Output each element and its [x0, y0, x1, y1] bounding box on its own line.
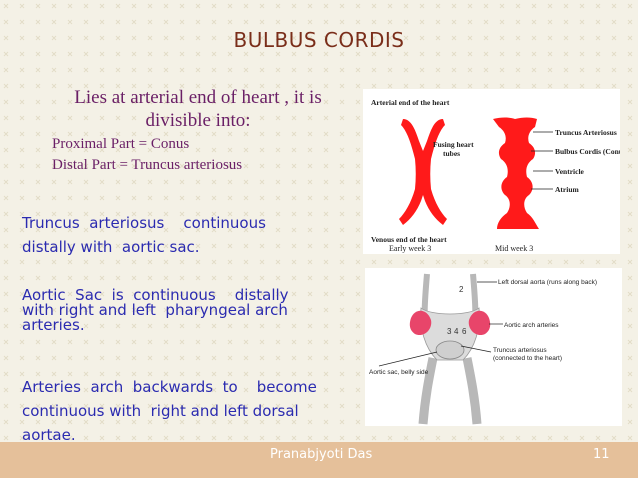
left-arch-artery-shape — [409, 310, 432, 336]
mid-week-caption: Mid week 3 — [495, 244, 533, 253]
truncus-connection-label: (connected to the heart) — [493, 355, 562, 362]
mid-heart-tube-shape — [493, 117, 539, 229]
early-heart-tube-shape — [399, 119, 447, 225]
paragraph-line: Truncus arteriosus continuous — [22, 214, 266, 232]
truncus-arteriosus-label: Truncus Arteriosus — [555, 128, 617, 137]
lead-line-2: divisible into: — [145, 110, 251, 131]
paragraph-line: Aortic Sac is continuous distally — [22, 286, 289, 304]
slide-title: BULBUS CORDIS — [233, 28, 405, 52]
truncus-arteriosus-label: Truncus arteriosus — [493, 347, 547, 354]
heart-tube-figure: Arterial end of the heart Fusing heart t… — [363, 89, 629, 254]
paragraph-line: arteries. — [22, 316, 85, 334]
atrium-label: Atrium — [555, 185, 579, 194]
ventricle-label: Ventricle — [555, 167, 585, 176]
footer-bar — [0, 442, 638, 478]
aortic-sac-label: Aortic sac, belly side — [369, 369, 429, 376]
label-leader-lines — [378, 281, 503, 367]
vessel-shape — [418, 357, 482, 425]
paragraph-line: Arteries arch backwards to become — [22, 378, 317, 396]
arch-number: 3 — [447, 327, 452, 336]
distal-part-text: Distal Part = Truncus arteriosus — [52, 157, 243, 173]
venous-end-label: Venous end of the heart — [371, 235, 447, 244]
paragraph-aortic-sac: Aortic Sac is continuous distally with r… — [22, 288, 289, 333]
lead-text: Lies at arterial end of heart , it is di… — [28, 86, 368, 132]
bulbus-cordis-label: Bulbus Cordis (Conus) — [555, 147, 620, 156]
paragraph-line: aortae. — [22, 426, 76, 444]
right-arch-artery-shape — [468, 310, 491, 336]
footer-author: Pranabjyoti Das — [270, 447, 373, 462]
paragraph-truncus: Truncus arteriosus continuous distally w… — [22, 211, 266, 259]
paragraph-arteries: Arteries arch backwards to become contin… — [22, 375, 317, 447]
arch-number: 2 — [459, 285, 464, 294]
page-number: 11 — [593, 447, 610, 462]
fusing-label: Fusing heart — [433, 140, 474, 149]
aortic-arch-arteries-label: Aortic arch arteries — [504, 322, 559, 329]
aortic-sac-shape — [435, 340, 465, 360]
proximal-part-text: Proximal Part = Conus — [52, 136, 190, 152]
early-week-caption: Early week 3 — [389, 244, 431, 253]
arch-number: 4 — [454, 327, 459, 336]
paragraph-line: continuous with right and left dorsal — [22, 402, 299, 420]
paragraph-line: with right and left pharyngeal arch — [22, 301, 288, 319]
arch-number: 6 — [462, 327, 467, 336]
label-leader-lines — [531, 131, 553, 190]
left-dorsal-aorta-label: Left dorsal aorta (runs along back) — [498, 279, 597, 286]
fusing-label: tubes — [443, 149, 460, 158]
lead-line-1: Lies at arterial end of heart , it is — [74, 87, 322, 108]
aortic-arch-figure: 2 3 4 6 Left dorsal aorta (runs along ba… — [365, 268, 622, 426]
arterial-end-label: Arterial end of the heart — [371, 98, 450, 107]
paragraph-line: distally with aortic sac. — [22, 238, 200, 256]
